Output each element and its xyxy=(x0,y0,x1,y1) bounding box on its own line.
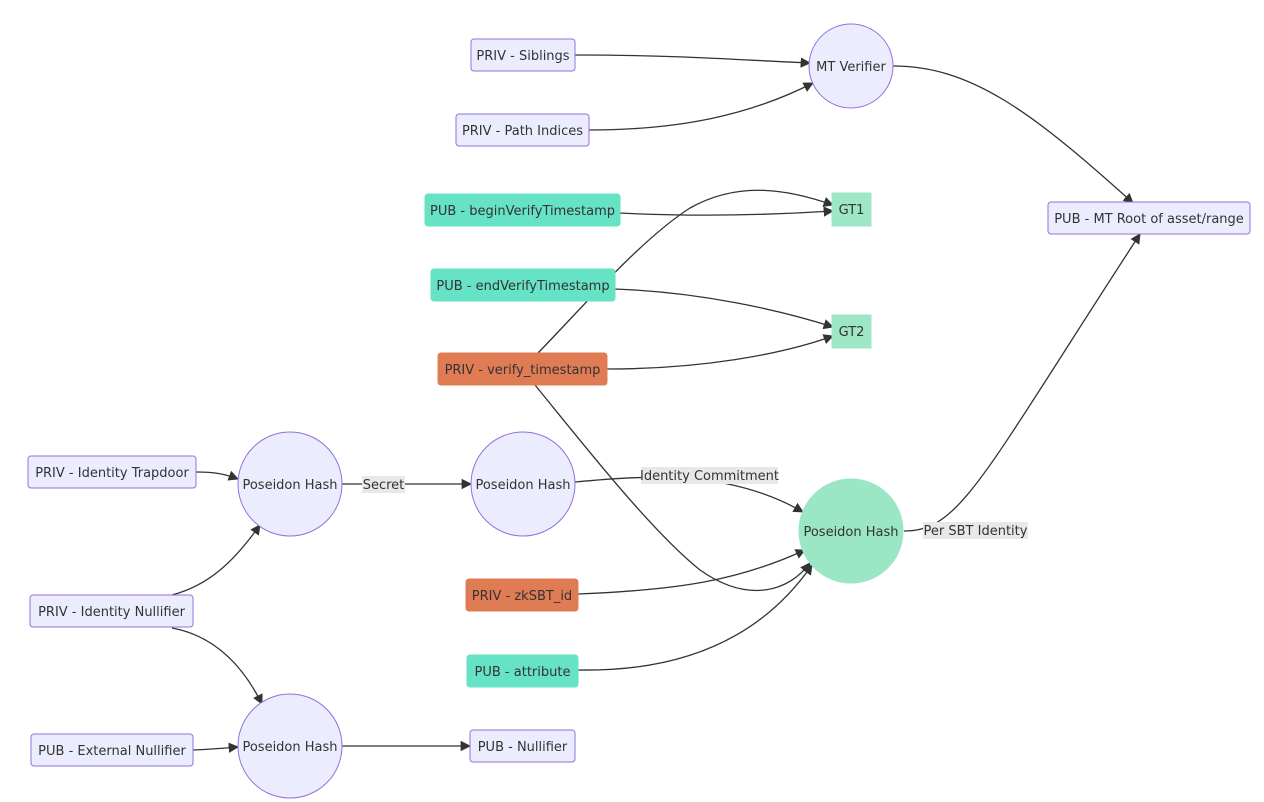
node-label: PUB - attribute xyxy=(475,665,571,680)
node-label: Poseidon Hash xyxy=(803,525,898,540)
edge-attribute-to-poseidon-sbt xyxy=(577,564,813,671)
edge-labels: Secret Identity Commitment Per SBT Ident… xyxy=(362,467,1028,539)
node-label: PRIV - Siblings xyxy=(476,49,569,64)
edge-end-ts-to-gt2 xyxy=(613,288,834,330)
node-priv-verify-timestamp[interactable]: PRIV - verify_timestamp xyxy=(437,352,608,386)
node-pub-end-verify-timestamp[interactable]: PUB - endVerifyTimestamp xyxy=(430,268,616,302)
edges xyxy=(171,54,1141,753)
node-poseidon-hash-sbt[interactable]: Poseidon Hash xyxy=(798,478,904,584)
node-label: PRIV - Path Indices xyxy=(462,124,583,139)
edge-poseidon-sbt-to-mt-root xyxy=(903,233,1141,532)
nodes: PRIV - Siblings PRIV - Path Indices MT V… xyxy=(27,23,1251,799)
node-label: PUB - Nullifier xyxy=(478,740,568,755)
node-label: PUB - endVerifyTimestamp xyxy=(436,279,609,294)
edge-label-secret: Secret xyxy=(363,478,405,493)
node-label: PUB - beginVerifyTimestamp xyxy=(430,204,615,219)
edge-mt-verifier-to-mt-root xyxy=(892,65,1134,204)
node-label: Poseidon Hash xyxy=(475,478,570,493)
node-label: PRIV - Identity Trapdoor xyxy=(35,466,189,481)
edge-verify-ts-to-gt2 xyxy=(606,334,834,370)
node-label: PUB - MT Root of asset/range xyxy=(1054,212,1244,227)
edge-siblings-to-mt-verifier xyxy=(574,54,812,68)
node-gt1[interactable]: GT1 xyxy=(831,192,872,227)
node-label: PUB - External Nullifier xyxy=(38,744,186,759)
edge-label-identity-commitment: Identity Commitment xyxy=(640,469,779,484)
node-pub-mt-root[interactable]: PUB - MT Root of asset/range xyxy=(1047,201,1251,235)
node-label: MT Verifier xyxy=(816,60,886,75)
edge-path-indices-to-mt-verifier xyxy=(588,82,814,131)
node-pub-nullifier[interactable]: PUB - Nullifier xyxy=(469,729,576,763)
node-label: GT2 xyxy=(839,325,865,340)
node-pub-begin-verify-timestamp[interactable]: PUB - beginVerifyTimestamp xyxy=(424,193,621,227)
node-poseidon-hash-nullifier[interactable]: Poseidon Hash xyxy=(237,693,343,799)
edge-identity-nullifier-to-poseidon-nullifier xyxy=(171,627,263,705)
edge-verify-ts-to-gt1 xyxy=(537,189,834,354)
node-priv-zksbt-id[interactable]: PRIV - zkSBT_id xyxy=(465,578,579,612)
node-label: PRIV - Identity Nullifier xyxy=(38,605,185,620)
node-poseidon-hash-commitment[interactable]: Poseidon Hash xyxy=(470,431,576,537)
node-label: PRIV - zkSBT_id xyxy=(472,589,572,604)
edge-identity-nullifier-to-poseidon-secret xyxy=(171,524,261,596)
node-pub-external-nullifier[interactable]: PUB - External Nullifier xyxy=(30,733,194,767)
edge-begin-ts-to-gt1 xyxy=(618,206,835,217)
edge-label-per-sbt-identity: Per SBT Identity xyxy=(924,524,1028,539)
edge-external-nullifier-to-poseidon-nullifier xyxy=(192,742,240,753)
node-pub-attribute[interactable]: PUB - attribute xyxy=(466,654,579,688)
node-poseidon-hash-secret[interactable]: Poseidon Hash xyxy=(237,431,343,537)
edge-trapdoor-to-poseidon xyxy=(195,470,239,481)
node-priv-identity-nullifier[interactable]: PRIV - Identity Nullifier xyxy=(29,594,194,628)
node-label: Poseidon Hash xyxy=(242,740,337,755)
node-priv-identity-trapdoor[interactable]: PRIV - Identity Trapdoor xyxy=(27,455,197,489)
node-label: PRIV - verify_timestamp xyxy=(445,363,601,378)
node-label: GT1 xyxy=(839,203,865,218)
node-gt2[interactable]: GT2 xyxy=(831,314,872,349)
node-label: Poseidon Hash xyxy=(242,478,337,493)
edge-zksbt-id-to-poseidon-sbt xyxy=(577,549,806,595)
node-priv-path-indices[interactable]: PRIV - Path Indices xyxy=(455,113,590,147)
node-priv-siblings[interactable]: PRIV - Siblings xyxy=(470,38,576,72)
edge-verify-ts-to-poseidon-sbt xyxy=(534,384,811,592)
node-mt-verifier[interactable]: MT Verifier xyxy=(808,23,894,109)
